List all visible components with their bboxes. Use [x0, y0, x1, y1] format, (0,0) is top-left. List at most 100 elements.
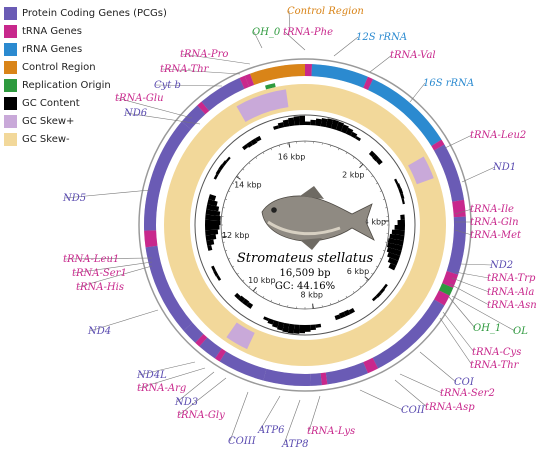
- gene-label: Control Region: [287, 6, 364, 17]
- gc-content-bar: [400, 193, 405, 200]
- arc-trna-lys: [320, 372, 328, 386]
- gene-label: tRNA-Ser1: [72, 268, 127, 279]
- tick-label: 14 kbp: [234, 181, 262, 190]
- leader-line: [419, 351, 457, 383]
- gene-label: tRNA-Asn: [487, 300, 537, 311]
- leader-line: [138, 361, 196, 376]
- leader-line: [178, 377, 227, 416]
- gene-label: tRNA-Cys: [472, 347, 521, 358]
- gene-label: tRNA-Met: [470, 230, 522, 241]
- gc-content-bar: [397, 219, 405, 225]
- tick-mark: [252, 286, 257, 292]
- minor-tick: [255, 291, 258, 294]
- gc-content-bar: [305, 121, 311, 126]
- gc-content-bar: [213, 270, 219, 277]
- gc-content-bar: [255, 135, 262, 142]
- gene-label: tRNA-Leu2: [470, 130, 526, 141]
- arc-trna-leu2: [431, 139, 445, 151]
- minor-tick: [382, 250, 385, 252]
- legend-swatch: [4, 24, 17, 38]
- gc-content-bar: [339, 311, 346, 319]
- leader-line: [454, 271, 490, 279]
- gc-content-bar: [288, 117, 295, 127]
- gc-content-bar: [211, 265, 216, 272]
- gc-content-bar: [293, 324, 300, 334]
- leader-line: [459, 263, 493, 266]
- legend-swatch: [4, 78, 17, 92]
- gc-content-bar: [293, 116, 300, 126]
- gc-content-bar: [394, 178, 399, 185]
- gc-content-bar: [386, 242, 403, 251]
- tick-label: 8 kbp: [301, 291, 323, 300]
- gc-content-bar: [263, 316, 270, 322]
- leader-line: [454, 229, 473, 236]
- gc-content-bar: [387, 238, 404, 246]
- minor-tick: [359, 162, 362, 165]
- gc-skew-plus-patch: [226, 322, 255, 350]
- tick-label: 2 kbp: [342, 170, 364, 179]
- gc-content-bar: [389, 233, 405, 241]
- gc-content-bar: [238, 295, 246, 303]
- gc-content-bar: [398, 188, 404, 195]
- gene-label: tRNA-Ala: [487, 287, 534, 298]
- minor-tick: [375, 265, 378, 268]
- gene-label: Cyt b: [154, 80, 181, 91]
- gc-content-bar: [396, 183, 402, 190]
- arc-coiii: [219, 351, 267, 381]
- leader-line: [454, 208, 473, 215]
- arc-nd4l: [183, 322, 204, 343]
- arc-trna-arg: [195, 333, 208, 347]
- leader-line: [176, 371, 215, 403]
- minor-tick: [371, 272, 374, 275]
- gc-content-bar: [368, 150, 376, 158]
- arc-trna-ile-gln-met: [452, 199, 466, 218]
- legend-swatch: [4, 114, 17, 128]
- minor-tick: [270, 299, 272, 302]
- gc-content-bar: [242, 298, 250, 306]
- leader-line: [64, 257, 153, 260]
- gc-content-bar: [343, 309, 351, 317]
- arc-16s-rrna: [367, 79, 442, 147]
- legend-label: GC Skew-: [22, 133, 70, 145]
- legend-item-skew-plus: GC Skew+: [4, 112, 194, 130]
- leader-line: [89, 309, 159, 332]
- gc-content-bar: [387, 252, 401, 261]
- gene-label: tRNA-Phe: [283, 27, 333, 38]
- minor-tick: [248, 285, 251, 288]
- minor-tick: [345, 295, 348, 298]
- leader-line: [259, 395, 281, 431]
- gc-content-bar: [375, 158, 383, 165]
- outer-ring: [138, 58, 472, 392]
- gc-content-bar: [345, 127, 354, 136]
- gc-content-bar: [355, 135, 361, 142]
- minor-tick: [242, 279, 245, 282]
- legend-item-skew-minus: GC Skew-: [4, 130, 194, 148]
- gene-label: OL: [513, 326, 528, 337]
- minor-tick: [225, 250, 228, 252]
- minor-tick: [352, 291, 355, 294]
- leader-line: [442, 311, 475, 353]
- gc-content-bar: [205, 225, 220, 231]
- gc-content-bar: [277, 321, 285, 331]
- leader-line: [461, 166, 496, 183]
- arc-trna-thr: [239, 75, 250, 89]
- leader-line: [138, 367, 206, 389]
- gc-skew-plus-patch: [407, 156, 434, 185]
- gc-content-bar: [246, 141, 254, 148]
- gc-skew-plus-patch: [236, 89, 289, 123]
- gc-content-bar: [246, 302, 254, 309]
- legend-label: GC Skew+: [22, 115, 75, 127]
- minor-tick: [375, 182, 378, 185]
- legend-label: GC Content: [22, 97, 80, 109]
- gene-label: tRNA-Asp: [425, 402, 475, 413]
- legend-swatch: [4, 6, 17, 20]
- arc-trna-glu: [197, 101, 210, 115]
- leader-line: [359, 389, 404, 411]
- minor-tick: [379, 190, 382, 192]
- genome-length: 16,509 bp: [280, 268, 331, 279]
- legend-item-gc: GC Content: [4, 94, 194, 112]
- gc-content-bar: [273, 125, 280, 130]
- arc-nd5: [144, 121, 191, 231]
- gene-label: tRNA-Leu1: [63, 254, 119, 265]
- gene-label: tRNA-Lys: [307, 426, 355, 437]
